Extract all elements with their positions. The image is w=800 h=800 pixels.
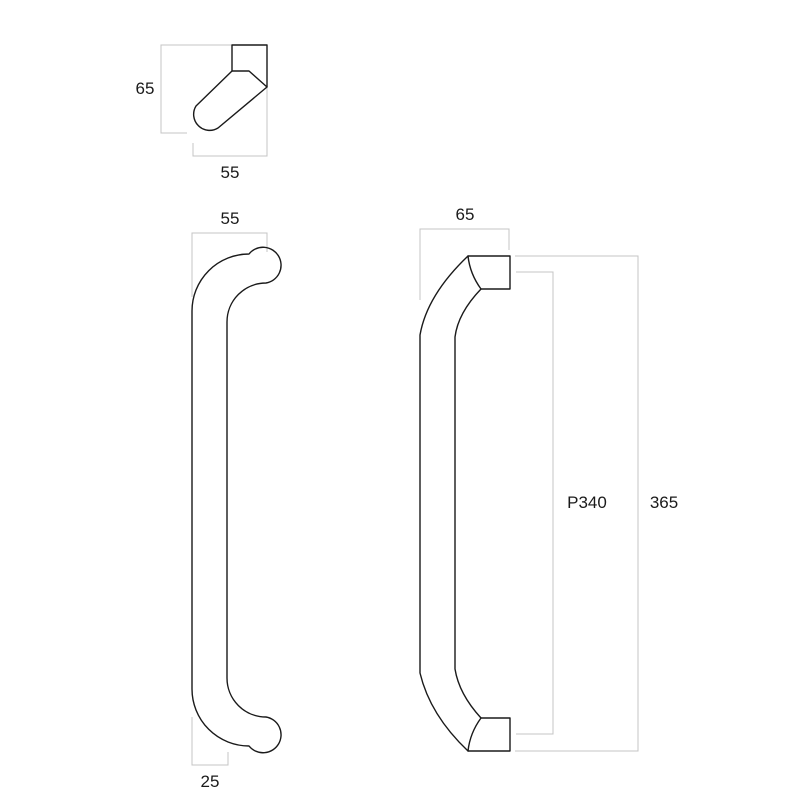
front-view-diameter-dim-line xyxy=(191,717,229,766)
side-view-bottom-socket xyxy=(467,717,511,752)
side-view-depth-dim-line xyxy=(419,228,510,300)
front-view-handle-outline xyxy=(191,246,282,754)
side-view-top-socket xyxy=(467,255,511,290)
side-view-depth-label: 65 xyxy=(456,205,475,224)
top-view-height-dim-line xyxy=(160,44,232,134)
side-view-pitch-label: P340 xyxy=(567,493,607,512)
side-view-overall-label: 365 xyxy=(650,493,678,512)
side-view-overall-dim-line xyxy=(515,255,639,752)
top-view-height-label: 65 xyxy=(136,79,155,98)
side-view-bar-inner-edge xyxy=(454,288,482,719)
top-view-socket-block xyxy=(231,44,268,88)
front-view-width-label: 55 xyxy=(221,209,240,228)
front-view-diameter-label: 25 xyxy=(201,772,220,791)
side-view-bar-outer-edge xyxy=(419,255,469,752)
side-view: 65 P340 365 xyxy=(419,205,678,752)
top-view-width-label: 55 xyxy=(221,163,240,182)
top-view-arm xyxy=(192,70,268,132)
side-view-pitch-dim-line xyxy=(516,271,554,735)
front-view-width-dim-line xyxy=(191,232,268,297)
front-view: 55 25 xyxy=(191,209,282,791)
top-view-width-dim-line xyxy=(192,88,268,157)
top-view: 65 55 xyxy=(136,44,268,182)
